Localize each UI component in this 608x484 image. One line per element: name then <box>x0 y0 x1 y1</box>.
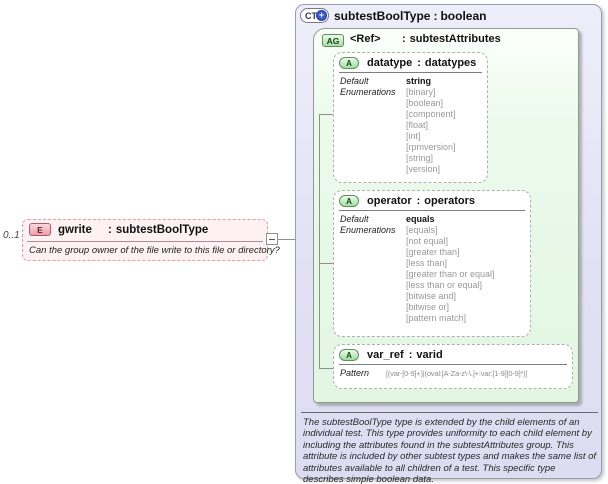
facet-enum-value: [greater than] <box>406 247 460 257</box>
facet-enum-value: [component] <box>406 109 456 119</box>
facet-table: Pattern [(var-[0-9]+)|(oval:[A-Za-z\-\.]… <box>334 365 572 380</box>
facet-pattern-value: [(var-[0-9]+)|(oval:[A-Za-z\-\.]+:var:[1… <box>386 369 528 378</box>
element-annotation: Can the group owner of the file write to… <box>29 245 280 256</box>
attribute-icon: A <box>339 349 359 361</box>
facet-enum-value: [not equal] <box>406 236 449 246</box>
facet-label-default: Default <box>340 76 369 86</box>
element-name: gwrite <box>58 223 92 236</box>
complextype-title: subtestBoolType:boolean <box>334 9 486 23</box>
cardinality-label: 0..1 <box>3 230 20 241</box>
attribute-name: datatype <box>367 57 413 69</box>
facet-enum-value: [bitwise and] <box>406 291 457 301</box>
attribute-separator <box>339 364 567 365</box>
attribute-group-title: <Ref>:subtestAttributes <box>350 33 501 45</box>
element-separator <box>27 241 263 242</box>
facet-enum-value: [equals] <box>406 225 438 235</box>
facet-label-pattern: Pattern <box>340 368 370 378</box>
facet-enum-value: [float] <box>406 120 429 130</box>
facet-label-enumerations: Enumerations <box>340 225 396 235</box>
facet-enum-value: [version] <box>406 164 441 174</box>
facet-enum-value: [string] <box>406 153 434 163</box>
attribute-group-ref: <Ref> <box>350 33 381 45</box>
facet-table: Default Enumerations equals [equals] [no… <box>334 211 530 326</box>
attribute-group-icon: AG <box>322 34 344 47</box>
annotation-separator <box>301 412 598 413</box>
facet-enum-value: [greater than or equal] <box>406 269 495 279</box>
facet-enum-value: [binary] <box>406 87 436 97</box>
element-colon: : <box>108 223 112 236</box>
facet-enum-value: [int] <box>406 131 421 141</box>
element-box-gwrite[interactable]: E gwrite : subtestBoolType Can the group… <box>22 219 280 261</box>
attribute-type: varid <box>416 349 443 361</box>
expand-icon[interactable]: + <box>316 10 327 21</box>
attribute-separator <box>339 210 525 211</box>
facet-enum-value: [boolean] <box>406 98 444 108</box>
attribute-header: A var_ref : varid <box>334 345 572 363</box>
tree-branch-operator <box>319 263 333 264</box>
facet-table: Default Enumerations string [binary] [bo… <box>334 73 487 177</box>
facet-default-value: string <box>406 76 432 86</box>
minus-icon <box>269 238 275 240</box>
element-header: E gwrite : subtestBoolType <box>23 220 267 238</box>
tree-trunk-line <box>319 114 320 369</box>
attribute-separator <box>339 72 482 73</box>
attribute-group-type: subtestAttributes <box>409 33 501 45</box>
attribute-type: datatypes <box>424 57 477 69</box>
complextype-colon: : <box>433 9 438 23</box>
attribute-icon: A <box>339 195 359 207</box>
facet-enum-value: [bitwise or] <box>406 302 450 312</box>
attribute-type: operators <box>424 195 476 207</box>
complextype-name: subtestBoolType <box>334 9 431 23</box>
complextype-annotation: The subtestBoolType type is extended by … <box>303 417 597 484</box>
complextype-base: boolean <box>440 9 487 23</box>
collapse-handle[interactable] <box>266 233 278 245</box>
facet-label-enumerations: Enumerations <box>340 87 396 97</box>
facet-enum-value: [pattern match] <box>406 313 467 323</box>
attribute-name: var_ref <box>367 349 404 361</box>
facet-enum-value: [less than or equal] <box>406 280 483 290</box>
attribute-box-operator[interactable]: A operator : operators Default Enumerati… <box>333 190 531 337</box>
attribute-name: operator <box>367 195 412 207</box>
element-icon: E <box>29 223 51 236</box>
attribute-header: A operator : operators <box>334 191 530 209</box>
facet-enum-value: [rpmversion] <box>406 142 456 152</box>
attribute-box-datatype[interactable]: A datatype : datatypes Default Enumerati… <box>333 52 488 183</box>
attribute-header: A datatype : datatypes <box>334 53 487 71</box>
complextype-box[interactable]: CT + subtestBoolType:boolean AG <Ref>:su… <box>295 4 602 484</box>
attribute-group-colon: : <box>402 33 406 45</box>
tree-branch-varref <box>319 368 333 369</box>
facet-default-value: equals <box>406 214 435 224</box>
attribute-icon: A <box>339 57 359 69</box>
facet-label-default: Default <box>340 214 369 224</box>
tree-branch-datatype <box>319 114 333 115</box>
facet-enum-value: [less than] <box>406 258 448 268</box>
element-type: subtestBoolType <box>115 223 209 236</box>
attribute-box-var-ref[interactable]: A var_ref : varid Pattern [(var-[0-9]+)|… <box>333 344 573 389</box>
